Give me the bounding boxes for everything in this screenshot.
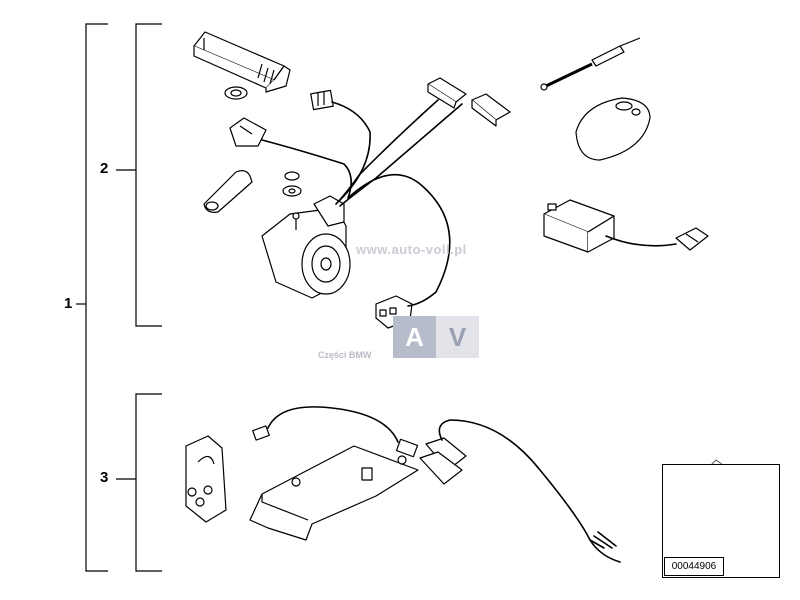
receiver-module-part — [543, 199, 615, 253]
receiver-connector-part — [675, 227, 709, 251]
wire-connector-to-siren — [335, 99, 439, 205]
control-module-part — [193, 31, 291, 93]
wire-connector2-to-siren — [339, 103, 463, 207]
bracket-item-3 — [116, 393, 162, 572]
wire-receiver — [605, 235, 677, 247]
plate-plug-part — [395, 438, 419, 458]
nut-washer-part — [282, 171, 302, 197]
wire-module-to-siren — [261, 139, 352, 199]
wire-plate — [267, 406, 399, 443]
key-part — [203, 170, 253, 213]
siren-part — [261, 195, 351, 299]
angled-connector-part — [229, 117, 267, 147]
small-plug-part — [310, 89, 334, 111]
callout-item-2: 2 — [100, 160, 109, 177]
grommet-part — [224, 86, 248, 100]
reference-code: 00044906 — [664, 557, 724, 576]
watermark-url: www.auto-voll.pl — [356, 242, 467, 257]
bracket-item-1 — [76, 23, 108, 572]
remote-transmitter-part — [575, 97, 651, 161]
plate-connector-part — [252, 425, 270, 441]
mounting-bracket-part — [185, 435, 227, 523]
wire-to-harness-plug — [347, 173, 451, 307]
watermark-logo: A V — [393, 316, 479, 358]
callout-item-1: 1 — [64, 295, 73, 312]
wire-lead-ends — [589, 531, 617, 549]
connector-block-part — [419, 437, 467, 485]
base-plate-part — [249, 445, 419, 541]
antenna-part — [540, 37, 641, 91]
callout-item-3: 3 — [100, 469, 109, 486]
multi-connector-part — [427, 77, 511, 127]
watermark-tagline: Części BMW — [318, 350, 372, 360]
bracket-item-2 — [116, 23, 162, 327]
watermark-logo-right: V — [436, 316, 479, 358]
wire-connector-block — [438, 419, 621, 563]
watermark-logo-left: A — [393, 316, 436, 358]
